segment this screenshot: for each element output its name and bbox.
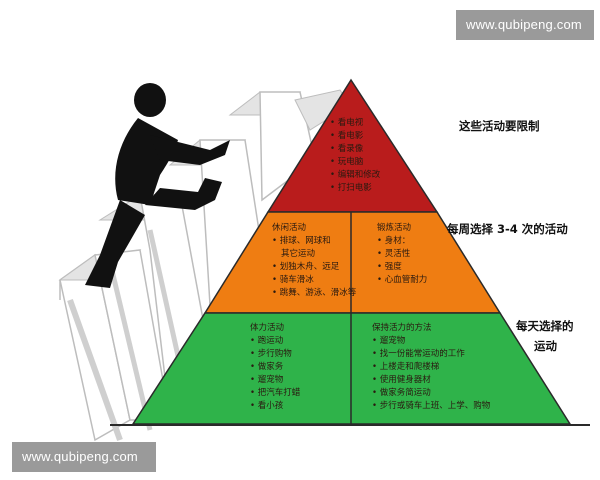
list-heading: 休闲活动 xyxy=(272,223,307,233)
list-item: 跳舞、游泳、滑冰等 xyxy=(272,287,357,300)
list-item: 玩电脑 xyxy=(330,156,380,169)
list-item: 编辑和修改 xyxy=(330,169,381,182)
list-item: 打扫电影 xyxy=(330,182,380,195)
list-item: 看小孩 xyxy=(250,400,300,413)
list-item: 找一份能常运动的工作 xyxy=(372,348,490,361)
list-item: 使用健身器材 xyxy=(372,374,490,387)
stick-figure-climbing-icon xyxy=(85,83,230,288)
top-tier-list: 看电视 看电影 看录像 玩电脑 编辑和修改 打扫电影 xyxy=(330,117,381,195)
list-item: 看录像 xyxy=(330,143,380,156)
list-item: 划独木舟、远足 xyxy=(272,261,356,274)
list-item: 骑车滑冰 xyxy=(272,274,356,287)
list-item: 上楼走和爬楼梯 xyxy=(372,361,490,374)
list-item: 强度 xyxy=(377,261,427,274)
list-item: 身材： xyxy=(377,235,427,248)
middle-tier-label: 每周选择 3-4 次的活动 xyxy=(447,222,568,236)
bottom-tier-right-list: 保持活力的方法 遛宠物 找一份能常运动的工作 上楼走和爬楼梯 使用健身器材 做家… xyxy=(372,322,490,413)
list-item: 遛宠物 xyxy=(372,335,490,348)
list-item: 心血管耐力 xyxy=(377,274,428,287)
list-item: 做家务 xyxy=(250,361,300,374)
list-item: 其它运动 xyxy=(281,249,316,259)
list-heading: 保持活力的方法 xyxy=(372,323,432,333)
list-item: 做家务简运动 xyxy=(372,387,490,400)
list-item: 跑运动 xyxy=(250,335,300,348)
bottom-tier-label-line1: 每天选择的 xyxy=(516,319,574,333)
list-heading: 锻炼活动 xyxy=(377,223,412,233)
list-item: 看电影 xyxy=(330,130,380,143)
list-item: 排球、网球和 xyxy=(272,235,356,248)
top-tier-label: 这些活动要限制 xyxy=(459,119,540,133)
bottom-tier-label-line2: 运动 xyxy=(534,339,557,353)
list-item: 遛宠物 xyxy=(250,374,300,387)
middle-tier-left-list: 休闲活动 排球、网球和 其它运动 划独木舟、远足 骑车滑冰 跳舞、游泳、滑冰等 xyxy=(272,222,356,300)
list-item: 看电视 xyxy=(330,117,380,130)
middle-tier-right-list: 锻炼活动 身材： 灵活性 强度 心血管耐力 xyxy=(377,222,427,287)
list-heading: 体力活动 xyxy=(250,323,285,333)
list-item: 步行或骑车上班、上学、购物 xyxy=(372,400,491,413)
list-item: 把汽车打蜡 xyxy=(250,387,301,400)
watermark-bottom: www.qubipeng.com xyxy=(12,442,156,472)
list-item: 灵活性 xyxy=(377,248,427,261)
watermark-top: www.qubipeng.com xyxy=(456,10,594,40)
list-item: 步行购物 xyxy=(250,348,300,361)
bottom-tier-left-list: 体力活动 跑运动 步行购物 做家务 遛宠物 把汽车打蜡 看小孩 xyxy=(250,322,300,413)
